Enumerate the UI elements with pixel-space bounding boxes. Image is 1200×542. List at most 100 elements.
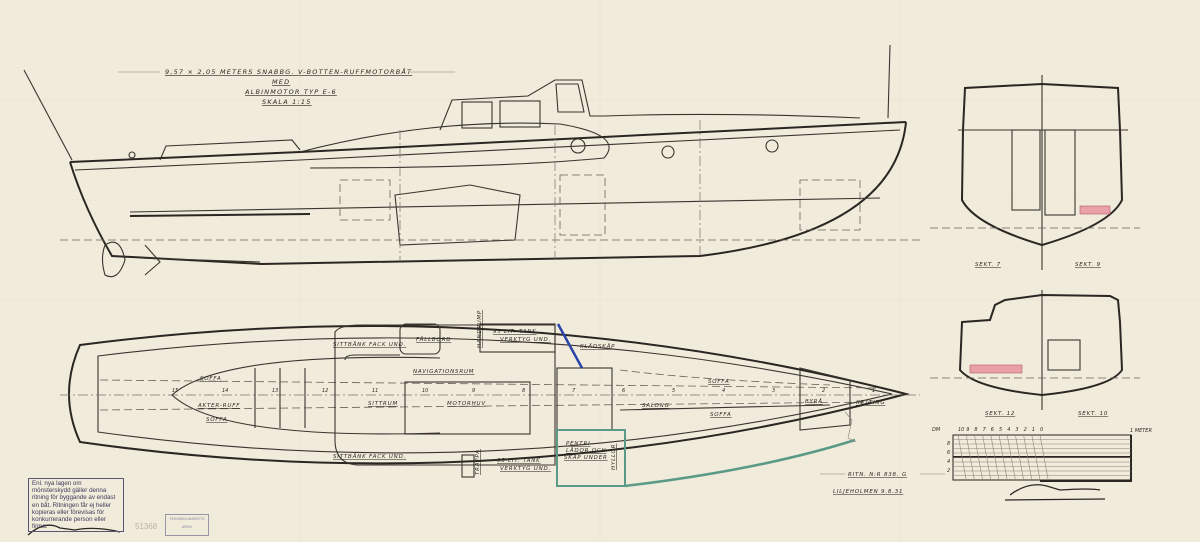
scale-tick-label: 10 [958,427,964,433]
rubbing-strake [74,129,901,171]
propeller-shaft [139,244,261,276]
scale-tick-label: 5 [999,427,1002,433]
section-views: SEKT. 7 SEKT. 9 SEKT. 12 SEKT. 10 [930,75,1140,417]
label-ketting: KETTING [856,400,885,406]
label-salong: SALONG [642,403,670,409]
aft-cabin-trunk [159,139,301,161]
ladder [461,454,475,478]
scale-unit: DM [932,427,941,433]
label-tank-sub: VERKTYG UND. [500,466,551,472]
label-sekt-10: SEKT. 10 [1078,411,1108,417]
label-tank: 95 LIT. TANK [493,329,537,335]
frame-number: 11 [372,388,378,394]
porthole-icon [570,138,586,154]
label-trappa: TRAPPA [475,449,481,475]
label-soffa: SOFFA [206,417,228,423]
title-line2: MED [272,78,290,86]
label-byra: BYRÅ [805,398,823,405]
section-12-10 [958,293,1124,397]
windscreen [555,83,585,113]
plan-view [60,323,920,488]
deck-outline [68,324,910,465]
place-date: LILJEHOLMEN 9.8.31 [833,489,903,495]
label-motorhuv: MOTORHUV [447,401,486,407]
frame-number: 7 [572,388,576,394]
title-line4: SKALA 1:15 [262,98,312,106]
frame-number: 15 [172,388,178,394]
copyright-stamp: Enl. nya lagen om mönsterskydd gäller de… [28,478,124,533]
label-akterruff: AKTER-RUFF [197,403,240,409]
title-line1: 9,57 × 2,05 METERS SNABBG. V-BOTTEN-RUFF… [165,67,412,76]
door-blue [556,323,584,369]
frame-number: 6 [622,388,625,394]
label-pentry: SKÅP UNDER [564,454,608,461]
keel-strip [129,213,311,217]
signature-stamp [27,524,121,536]
plan-labels: SITTBÅNK FACK UND. FÄLLBORD NAVIGATIONSR… [197,310,885,475]
wheelhouse [439,79,861,131]
label-pentry: LÅDOR OCH [566,447,606,454]
aft-cabin [171,356,441,435]
frame-number: 14 [222,388,228,394]
cockpit [334,324,556,466]
frame-number: 4 [722,388,725,394]
label-soffa: SOFFA [710,412,732,418]
scale-vertical-label: 2 [947,468,950,474]
signature [1004,484,1106,501]
hull-bottom [69,121,907,266]
label-handpump: HANDPUMP [477,310,483,348]
label-soffa: SOFFA [708,379,730,385]
pentry [556,429,626,487]
frame-number: 3 [772,388,775,394]
frame-number: 2 [822,388,825,394]
frame-number: 8 [522,388,525,394]
museum-stamp: TEKNISKA MUSEETS ARKIV [165,514,209,536]
window [499,100,541,128]
scale-tick-label: 0 [1040,427,1043,433]
inner-deck-line [97,337,893,454]
cushion-red [969,364,1023,374]
label-navigationsrum: NAVIGATIONSRUM [413,369,474,375]
label-kladskap: KLÄDSKÅP [580,343,615,350]
fore-cockpit-coaming [299,122,610,169]
scale-tick-label: 4 [1007,427,1010,433]
label-soffa: SOFFA [200,376,222,382]
label-hyllor: HYLLOR [611,444,617,470]
engine-hatch [404,381,531,435]
porthole-icon [765,139,779,153]
archive-number: 51368 [135,522,158,531]
scale-tick-label: 1 [1032,427,1035,433]
title-block: 9,57 × 2,05 METERS SNABBG. V-BOTTEN-RUFF… [118,67,455,106]
label-tank-sub: VERKTYG UND. [500,337,551,343]
frame-number: 1 [872,388,875,394]
label-tank: 95 LIT. TANK [497,458,541,464]
scale-vertical-label: 4 [947,459,950,465]
folding-table [399,323,441,355]
sheer-line [69,121,907,163]
scale-tick-label: 3 [1015,427,1018,433]
label-pentry: PENTRI [566,441,591,447]
cushion-red [1079,205,1111,215]
side-profile [23,44,920,278]
frame-number: 12 [322,388,328,394]
bow-mast [887,44,891,119]
scale-tick-label: 2 [1024,427,1027,433]
frame-number: 10 [422,388,428,394]
label-sekt-12: SEKT. 12 [985,411,1015,417]
label-sekt-7: SEKT. 7 [975,262,1001,268]
bureau [799,367,851,431]
window [461,101,493,129]
label-sittbank-fore: SITTBÅNK FACK UND. [333,341,406,348]
drawing-number: RITN. N:R 838. G [848,472,907,478]
flagstaff [23,69,73,161]
frame-number: 13 [272,388,278,394]
porthole-icon [661,145,675,159]
section-7-9 [960,82,1124,247]
label-sittbank-aft: SITTBÅNK FACK UND. [333,453,406,460]
frame-number: 9 [472,388,475,394]
